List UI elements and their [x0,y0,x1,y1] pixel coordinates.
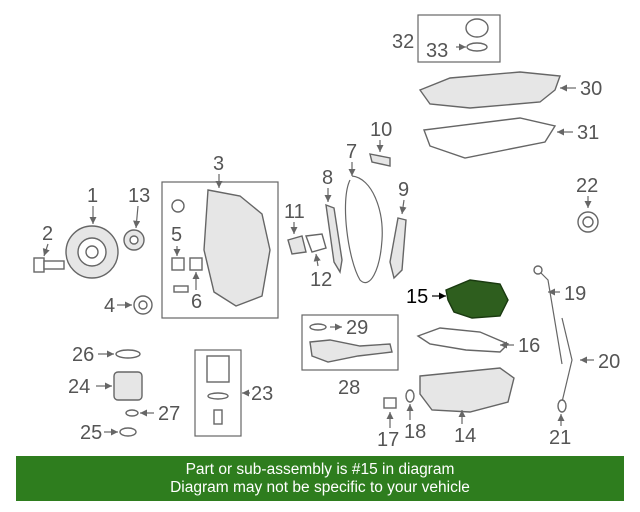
oil-pan: 14 [419,367,515,447]
callout-21[interactable]: 21 [549,427,571,449]
callout-32[interactable]: 32 [392,31,414,53]
valve-cover-gasket: 31 [423,117,599,159]
parts-diagram: 32 33 30 31 22 3 5 6 1 [33,14,620,451]
callout-10[interactable]: 10 [370,119,392,141]
banner-line-2: Diagram may not be specific to your vehi… [170,479,470,496]
callout-31[interactable]: 31 [577,122,599,144]
callout-15[interactable]: 15 [406,286,428,308]
callout-26[interactable]: 26 [72,344,94,366]
callout-24[interactable]: 24 [68,376,90,398]
callout-19[interactable]: 19 [564,283,586,305]
callout-6[interactable]: 6 [191,291,202,313]
callout-3[interactable]: 3 [213,153,224,175]
banner-line-1: Part or sub-assembly is #15 in diagram [185,461,455,478]
drain-washer: 18 [404,389,426,443]
callout-18[interactable]: 18 [404,421,426,443]
chain-guide: 8 [322,167,343,274]
callout-2[interactable]: 2 [42,223,53,245]
callout-20[interactable]: 20 [598,351,620,373]
callout-33[interactable]: 33 [426,40,448,62]
oil-filler-cap-group: 32 33 [392,14,501,63]
callout-8[interactable]: 8 [322,167,333,189]
chain-tensioner: 12 [305,233,332,291]
callout-4[interactable]: 4 [104,295,115,317]
timing-cover-group: 3 5 6 [161,153,279,319]
drain-plug: 17 [377,397,399,451]
info-banner: Part or sub-assembly is #15 in diagram D… [16,456,624,501]
oil-pump-highlighted[interactable]: 15 [406,279,509,319]
oil-seal: 22 [576,175,599,233]
callout-7[interactable]: 7 [346,141,357,163]
callout-5[interactable]: 5 [171,224,182,246]
callout-25[interactable]: 25 [80,422,102,444]
front-seal: 4 [104,295,153,317]
tensioner-arm: 9 [389,179,409,280]
drain-o-ring: 27 [125,403,180,425]
valve-cover: 30 [418,71,602,109]
filter-drain-plug: 25 [80,422,137,444]
callout-29[interactable]: 29 [346,317,368,339]
callout-16[interactable]: 16 [518,335,540,357]
tube-seal: 21 [549,399,571,449]
crank-sprocket: 13 [123,185,150,251]
oil-dipstick: 19 [533,265,586,365]
oil-strainer-group: 29 28 [301,314,399,399]
callout-22[interactable]: 22 [576,175,598,197]
tensioner-bracket: 11 [284,201,307,255]
filter-o-ring: 26 [72,344,141,366]
callout-17[interactable]: 17 [377,429,399,451]
callout-23[interactable]: 23 [251,383,273,405]
timing-chain: 7 [344,141,383,284]
callout-11[interactable]: 11 [284,201,305,223]
oil-filter-cap: 24 [68,371,143,401]
oil-baffle: 16 [416,327,540,357]
callout-14[interactable]: 14 [454,425,476,447]
callout-27[interactable]: 27 [158,403,180,425]
dipstick-tube: 20 [561,317,620,403]
callout-1[interactable]: 1 [87,185,98,207]
callout-9[interactable]: 9 [398,179,409,201]
crankshaft-pulley: 1 [65,185,119,279]
callout-13[interactable]: 13 [128,185,150,207]
pulley-bolt: 2 [33,223,65,273]
chain-guide-upper: 10 [369,119,392,167]
callout-12[interactable]: 12 [310,269,332,291]
callout-30[interactable]: 30 [580,78,602,100]
callout-28[interactable]: 28 [338,377,360,399]
oil-filter-element-group: 23 [194,349,273,437]
